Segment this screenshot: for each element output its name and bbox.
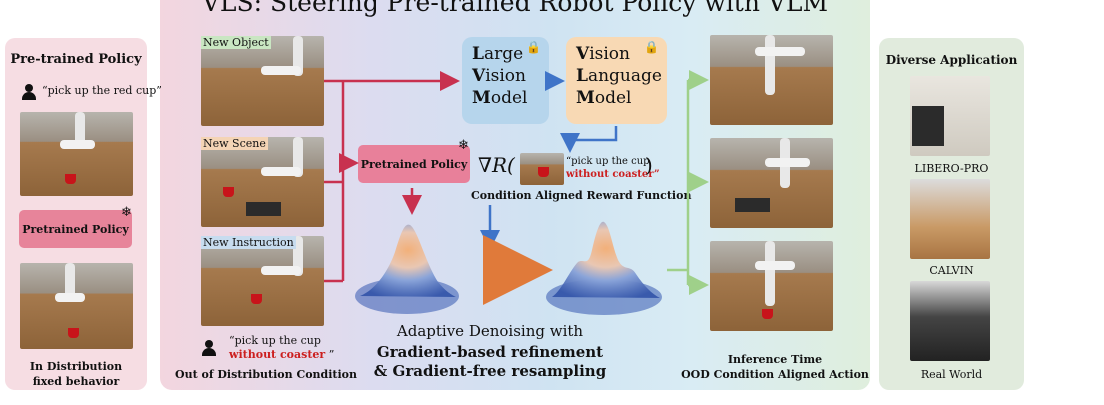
reward-thumbnail xyxy=(520,153,564,185)
photo-new-instruction xyxy=(201,236,324,326)
vlm-letter-l: L xyxy=(576,66,588,86)
ood-caption: Out of Distribution Condition xyxy=(175,368,358,381)
pink-arrows xyxy=(324,71,460,283)
vlm-word-3: odel xyxy=(594,88,632,108)
left-caption-1: In Distribution xyxy=(29,360,123,373)
ood-instruction-2-wrap: without coaster ” xyxy=(229,348,334,361)
denoise-line-1: Adaptive Denoising with xyxy=(396,322,584,340)
reward-caption: Condition Aligned Reward Function xyxy=(471,189,692,202)
left-photo-top xyxy=(20,112,133,196)
ood-instruction-end: ” xyxy=(328,348,335,361)
vlm-word-2: anguage xyxy=(587,66,662,86)
lvm-letter-v: V xyxy=(472,66,486,86)
reward-text-1: “pick up the cup xyxy=(566,156,650,167)
person-icon xyxy=(21,84,37,100)
photo-libero-pro xyxy=(910,76,990,156)
reward-close-paren: ) xyxy=(645,153,653,177)
snowflake-icon: ❄ xyxy=(458,138,469,153)
person-icon xyxy=(201,340,217,356)
inference-caption-1: Inference Time xyxy=(727,353,823,366)
photo-new-object xyxy=(201,36,324,126)
photo-real-world xyxy=(910,281,990,361)
left-instruction: “pick up the red cup” xyxy=(42,84,162,97)
snowflake-icon: ❄ xyxy=(121,205,132,220)
left-policy-box: Pretrained Policy xyxy=(19,210,132,248)
left-caption-2: fixed behavior xyxy=(32,375,120,388)
ood-instruction-1: “pick up the cup xyxy=(229,334,321,347)
lock-icon: 🔒 xyxy=(644,40,659,54)
blue-arrows xyxy=(480,71,618,250)
distribution-before xyxy=(355,224,459,314)
photo-output-3 xyxy=(710,241,833,331)
inference-caption-2: OOD Condition Aligned Action xyxy=(681,368,869,381)
page-title: VLS: Steering Pre-trained Robot Policy w… xyxy=(201,0,829,17)
vlm-word-1: ision xyxy=(589,44,630,64)
vlm-letter-m: M xyxy=(576,88,595,108)
lvm-letter-l: L xyxy=(472,44,484,64)
denoise-line-2: Gradient-based refinement xyxy=(376,343,604,361)
photo-new-scene xyxy=(201,137,324,227)
ood-instruction-2: without coaster xyxy=(229,348,326,361)
reward-text-2: without coaster” xyxy=(566,169,660,180)
denoise-line-3: & Gradient-free resampling xyxy=(373,362,607,380)
right-item-libero-pro: LIBERO-PRO xyxy=(914,162,989,175)
lvm-word-1: arge xyxy=(483,44,524,64)
photo-output-1 xyxy=(710,35,833,125)
photo-calvin xyxy=(910,179,990,259)
vlm-box: Vision Language Model xyxy=(566,37,667,124)
tag-new-object: New Object xyxy=(201,36,271,49)
lvm-word-3: odel xyxy=(490,88,528,108)
lvm-letter-m: M xyxy=(472,88,491,108)
photo-output-2 xyxy=(710,138,833,228)
right-heading: Diverse Application xyxy=(885,53,1018,67)
lvm-box: Large Vision Model xyxy=(462,37,549,124)
vlm-letter-v: V xyxy=(576,44,590,64)
tag-new-scene: New Scene xyxy=(201,137,268,150)
green-arrows xyxy=(667,70,709,295)
left-heading: Pre-trained Policy xyxy=(10,52,142,67)
center-policy-box: Pretrained Policy xyxy=(358,145,470,183)
distribution-after xyxy=(546,221,662,315)
right-item-calvin: CALVIN xyxy=(929,264,974,277)
left-photo-bottom xyxy=(20,263,133,349)
right-item-real-world: Real World xyxy=(920,368,983,381)
reward-gradient-symbol: ∇R( xyxy=(478,153,515,177)
lvm-word-2: ision xyxy=(485,66,526,86)
lock-icon: 🔒 xyxy=(526,40,541,54)
tag-new-instruction: New Instruction xyxy=(201,236,296,249)
